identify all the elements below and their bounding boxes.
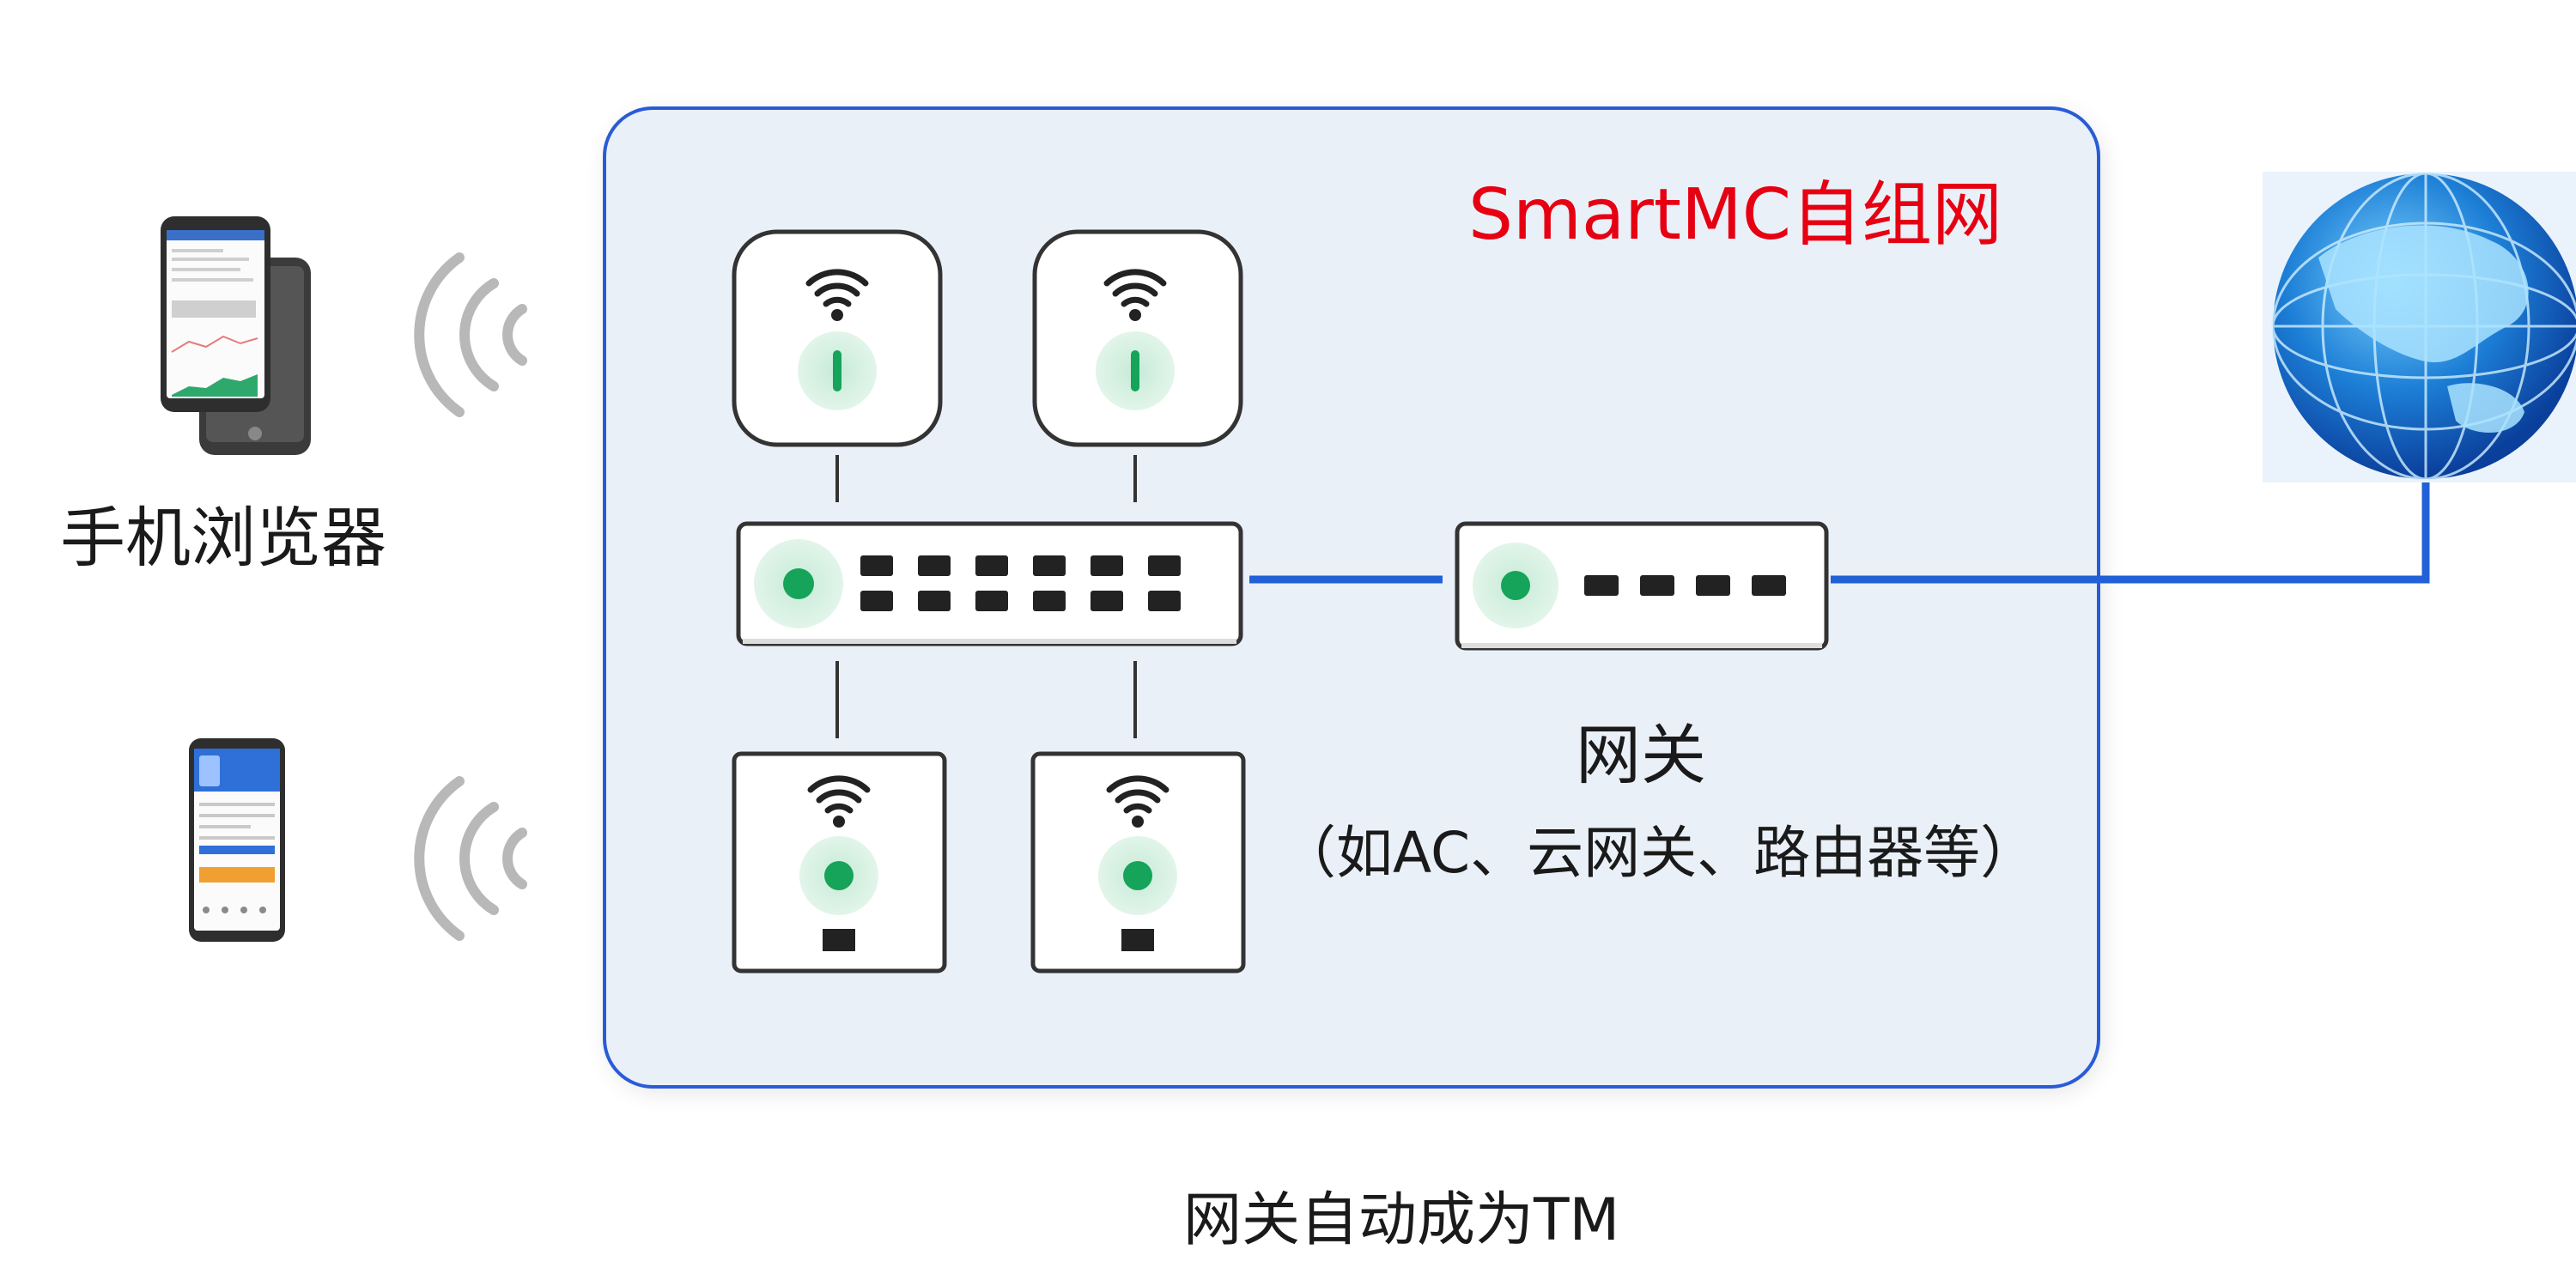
smartphone-icon (161, 216, 311, 455)
gateway-router (1455, 521, 1829, 651)
status-led (1501, 571, 1530, 600)
wifi-signal-icon (1103, 269, 1167, 307)
switch-ports (860, 555, 1181, 611)
access-point-3 (732, 751, 947, 974)
access-point-4 (1030, 751, 1246, 974)
status-led (1131, 350, 1139, 391)
network-switch (736, 521, 1243, 646)
access-point-1 (732, 229, 943, 447)
network-links (835, 455, 1137, 738)
gateway-examples: （如AC、云网关、路由器等） (1279, 820, 2038, 886)
network-frame (603, 106, 2100, 1089)
wifi-signal-icon (414, 252, 527, 417)
wifi-signal-icon (807, 775, 871, 814)
wifi-signal-icon (414, 776, 527, 941)
status-led (824, 861, 854, 890)
wifi-signal-icon (805, 269, 869, 307)
status-led (1123, 861, 1152, 890)
gateway-ports (1584, 575, 1786, 596)
smartphone-icon (189, 738, 285, 942)
gateway-label: 网关 (1576, 717, 1706, 793)
status-led (783, 568, 814, 599)
network-title: SmartMC自组网 (1468, 174, 2003, 256)
wifi-signal-icon (1106, 775, 1170, 814)
diagram-caption: 网关自动成为TM (1183, 1186, 1620, 1254)
globe-icon (2263, 172, 2576, 482)
uplink-lines (1249, 481, 2430, 584)
status-led (833, 350, 841, 391)
client-label: 手机浏览器 (60, 500, 386, 576)
access-point-2 (1032, 229, 1243, 447)
